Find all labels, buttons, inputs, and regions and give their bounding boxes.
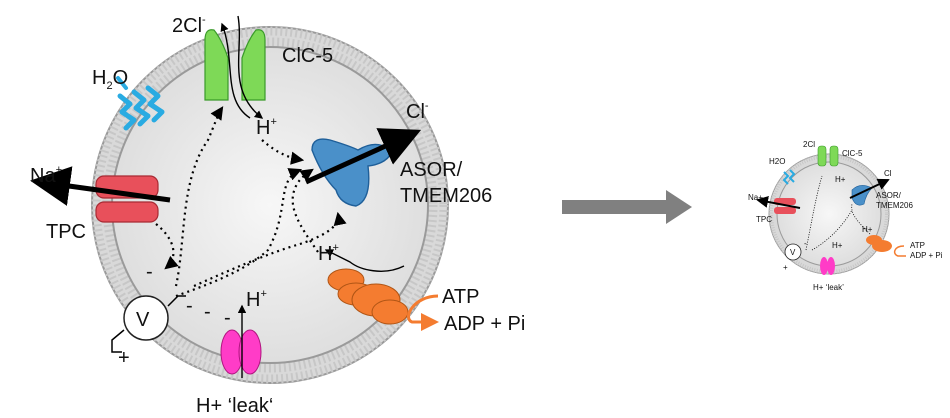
clc5-label: ClC-5 [282, 45, 333, 67]
atp-hydrolysis-arrow [407, 294, 439, 331]
small-diagram: V 2Cl ClC-5 H2O H+ Cl ASOR/ TMEM206 Na+ … [748, 140, 943, 292]
clc5-cl-label: 2Cl- [172, 14, 206, 37]
large-diagram: 2Cl- ClC-5 H+ H2O Cl- ASOR/ TMEM206 Na+ … [30, 14, 525, 417]
adp-label: ADP + Pi [444, 313, 525, 335]
svg-text:V: V [790, 248, 796, 257]
tpc-channel [95, 175, 159, 223]
small-cl5-label: 2Cl [803, 140, 815, 149]
small-h-leak-channel [820, 257, 835, 275]
small-voltage-symbol: V [784, 243, 802, 261]
atp-label: ATP [442, 286, 479, 308]
clc5-cl-path-arrow [220, 22, 251, 119]
small-asor-line1: ASOR/ [876, 191, 902, 200]
small-tpc-na-arrow [756, 195, 801, 209]
small-leak-h-label: H+ [832, 241, 843, 250]
aquaporin-icon [116, 76, 165, 131]
na-label: Na+ [30, 164, 62, 187]
h-leak-channel [220, 329, 262, 375]
voltage-symbol: V [111, 295, 186, 353]
small-aquaporin-icon [782, 169, 796, 185]
minus-sign-4: - [224, 307, 231, 329]
svg-text:V: V [136, 309, 150, 331]
small-v-atpase-pump [866, 235, 892, 252]
small-minus-sign: - [804, 239, 807, 248]
v-atpase-pump [327, 268, 409, 325]
small-clc5-transporter [817, 145, 839, 167]
clc5-transporter [204, 29, 266, 101]
clc5-h-label: H+ [256, 116, 277, 139]
leak-h-label: H+ [246, 288, 267, 311]
small-dotted-arrows [805, 175, 871, 251]
small-cl-out-label: Cl [884, 169, 892, 178]
small-clc5-label: ClC-5 [842, 149, 863, 158]
minus-sign-2: - [186, 295, 193, 317]
tpc-na-arrow [30, 166, 171, 206]
plus-sign: + [118, 347, 130, 369]
pump-h-label: H+ [318, 242, 339, 265]
small-pump-h-label: H+ [862, 225, 873, 234]
small-adp-label: ADP + Pi [910, 251, 943, 260]
small-asor-line2: TMEM206 [876, 201, 913, 210]
small-tpc-label: TPC [756, 215, 772, 224]
small-plus-sign: + [783, 263, 788, 272]
dotted-regulation-arrows [155, 106, 347, 298]
pump-h-arrow [324, 249, 405, 272]
asor-label-line1: ASOR/ [400, 159, 463, 181]
small-asor-cl-arrow [849, 178, 890, 199]
minus-sign-3: - [204, 301, 211, 323]
cl-out-label: Cl- [406, 100, 429, 123]
small-h2o-label: H2O [769, 157, 785, 166]
asor-cl-arrow [304, 128, 422, 185]
small-atp-label: ATP [910, 241, 925, 250]
small-h-clc-label: H+ [835, 175, 846, 184]
h2o-label: H2O [92, 67, 128, 92]
clc5-h-path-arrow [237, 15, 264, 119]
small-atp-arrow [893, 245, 906, 257]
h-leak-label: H+ ‘leak‘ [196, 395, 273, 417]
asor-label-line2: TMEM206 [400, 185, 492, 207]
minus-sign-1: - [146, 261, 153, 283]
tpc-label: TPC [46, 221, 86, 243]
transition-arrow [562, 190, 692, 224]
small-leak-label: H+ ‘leak’ [813, 283, 844, 292]
small-na-label: Na+ [748, 193, 763, 202]
